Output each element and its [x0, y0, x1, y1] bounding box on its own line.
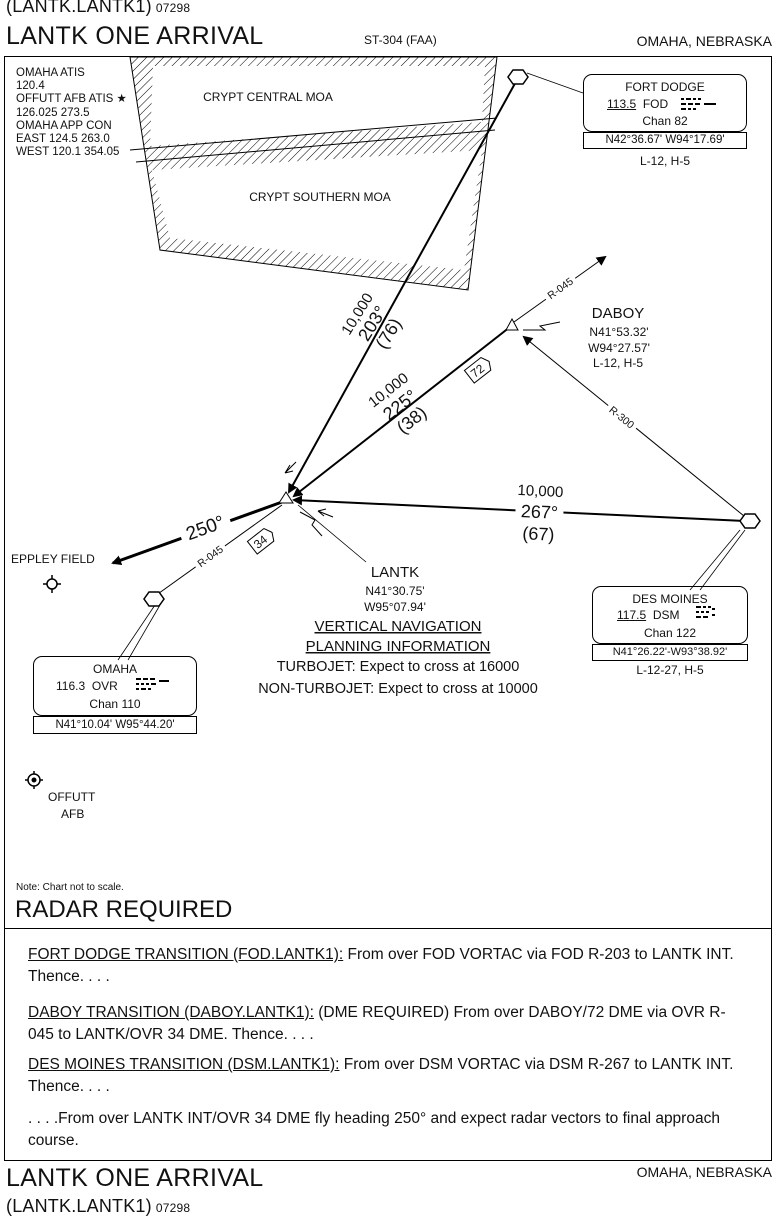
dsm-charts: L-12-27, H-5 [636, 663, 704, 677]
code-number: 07298 [155, 1, 191, 15]
ovr-name: OMAHA [92, 662, 137, 676]
moa-central-label: CRYPT CENTRAL MOA [203, 90, 333, 104]
comm-line: OMAHA ATIS [16, 67, 85, 79]
dsm-route-labels: 10,000 267° (67) [514, 482, 564, 545]
comm-line: 120.4 [16, 80, 45, 93]
fod-freq: 113.5 [607, 97, 637, 111]
procedure-code: (LANTK.LANTK1) [6, 0, 152, 16]
dsm-chan: Chan 122 [643, 626, 697, 640]
lantk-name: LANTK [371, 564, 419, 581]
dme-34-flag: 34 [246, 527, 275, 555]
fod-route-line [288, 77, 519, 494]
offutt-airport-icon [25, 771, 43, 789]
eppley-airport-icon [43, 575, 61, 593]
transition-dsm: DES MOINES TRANSITION (DSM.LANTK1): From… [28, 1054, 748, 1098]
ovr-vortac-icon [143, 591, 165, 607]
transition-name: FORT DODGE TRANSITION (FOD.LANTK1): [28, 946, 344, 963]
footer-location: OMAHA, NEBRASKA [636, 1164, 772, 1180]
transition-text: From over FOD VORTAC via FOD R-203 to LA… [28, 946, 734, 985]
lantk-fix-icon [278, 491, 294, 504]
ovr-freq-ident: 116.3 OVR [56, 679, 118, 693]
daboy-name: DABOY [592, 305, 645, 322]
comm-line: 126.025 273.5 [16, 106, 90, 119]
svg-text:(67): (67) [522, 523, 555, 544]
fod-morse-icon [681, 98, 716, 110]
daboy-lat: N41°53.32' [589, 325, 648, 339]
comm-line: EAST 124.5 263.0 [16, 133, 110, 146]
fod-ident: FOD [642, 97, 669, 111]
vnav-title-1: VERTICAL NAVIGATION [315, 618, 482, 635]
moa-areas [129, 56, 498, 291]
scale-note: Note: Chart not to scale. [16, 882, 124, 893]
daboy-route-line [292, 326, 511, 498]
ovr-freq: 116.3 [56, 679, 86, 693]
vnav-nonturbojet: NON-TURBOJET: Expect to cross at 10000 [258, 681, 538, 697]
chart-title: LANTK ONE ARRIVAL [6, 22, 264, 50]
transition-daboy: DABOY TRANSITION (DABOY.LANTK1): (DME RE… [28, 1002, 748, 1046]
svg-text:267°: 267° [520, 501, 558, 523]
final-instruction: . . . .From over LANTK INT/OVR 34 DME fl… [28, 1110, 720, 1149]
fod-route-labels: 10,000 203° (76) [338, 290, 405, 352]
svg-text:10,000: 10,000 [517, 482, 564, 501]
transition-fod: FORT DODGE TRANSITION (FOD.LANTK1): From… [28, 944, 748, 988]
comms-block: OMAHA ATIS 120.4 OFFUTT AFB ATIS ★ 126.0… [16, 67, 127, 159]
fod-coords: N42°36.67' W94°17.69' [583, 132, 747, 149]
transition-text: From over DSM VORTAC via DSM R-267 to LA… [28, 1056, 734, 1095]
dsm-coords: N41°26.22'-W93°38.92' [592, 644, 748, 661]
daboy-lon: W94°27.57' [588, 341, 650, 355]
ovr-ident: OVR [91, 679, 118, 693]
footer-procedure-code: (LANTK.LANTK1)07298 [6, 1196, 191, 1216]
fod-charts: L-12, H-5 [639, 154, 691, 168]
radar-required: RADAR REQUIRED [15, 896, 233, 923]
chart-id: ST-304 (FAA) [364, 33, 437, 47]
dsm-vortac-icon [739, 513, 761, 529]
offutt-label-1: OFFUTT [48, 790, 96, 804]
daboy-fix-icon [505, 317, 519, 331]
vnav-title-2: PLANNING INFORMATION [306, 638, 491, 655]
transition-text: (DME REQUIRED) From over DABOY/72 DME vi… [28, 1004, 726, 1043]
svg-text:250°: 250° [183, 512, 227, 545]
procedure-code-header: (LANTK.LANTK1)07298 [6, 0, 190, 17]
dsm-name: DES MOINES [632, 592, 708, 606]
heading-label: 250° [176, 507, 234, 547]
transition-name: DES MOINES TRANSITION (DSM.LANTK1): [28, 1056, 340, 1073]
dsm-morse-icon [696, 606, 715, 618]
ovr-morse-icon [136, 678, 169, 690]
vnav-turbojet: TURBOJET: Expect to cross at 16000 [277, 659, 520, 675]
ovr-chan: Chan 110 [89, 697, 141, 711]
dsm-ident: DSM [652, 608, 680, 622]
ovr-coords: N41°10.04' W95°44.20' [33, 716, 197, 734]
location: OMAHA, NEBRASKA [636, 33, 772, 49]
comm-line: OFFUTT AFB ATIS ★ [16, 93, 127, 106]
fod-navaid-box: FORT DODGE 113.5 FOD Chan 82 [583, 74, 747, 132]
comm-line: WEST 120.1 354.05 [16, 146, 120, 159]
moa-southern-label: CRYPT SOUTHERN MOA [249, 190, 391, 204]
r045-upper-label: R-045 [540, 270, 579, 304]
transition-name: DABOY TRANSITION (DABOY.LANTK1): [28, 1004, 314, 1021]
dsm-navaid-box: DES MOINES 117.5 DSM Chan 122 [592, 586, 748, 644]
dsm-freq: 117.5 [617, 608, 647, 622]
fod-freq-ident: 113.5 FOD [607, 97, 668, 111]
star-icon: ★ [116, 93, 127, 106]
lantk-lon: W95°07.94' [364, 600, 426, 614]
fod-vortac-icon [507, 69, 529, 85]
ovr-navaid-box: OMAHA 116.3 OVR Chan 110 [33, 656, 197, 716]
transition-text-box [4, 929, 772, 1161]
dme-72-flag: 72 [463, 356, 492, 384]
eppley-label: EPPLEY FIELD [11, 552, 95, 566]
dsm-freq-ident: 117.5 DSM [617, 608, 679, 622]
r045-lower-label: R-045 [190, 538, 229, 572]
footer-title: LANTK ONE ARRIVAL [6, 1164, 264, 1192]
daboy-charts: L-12, H-5 [593, 356, 643, 370]
lantk-lat: N41°30.75' [365, 584, 424, 598]
comm-line: OMAHA APP CON [16, 119, 112, 132]
fod-chan: Chan 82 [642, 114, 688, 128]
r300-label: R-300 [604, 399, 642, 433]
offutt-label-2: AFB [61, 807, 84, 821]
fod-name: FORT DODGE [625, 80, 705, 94]
